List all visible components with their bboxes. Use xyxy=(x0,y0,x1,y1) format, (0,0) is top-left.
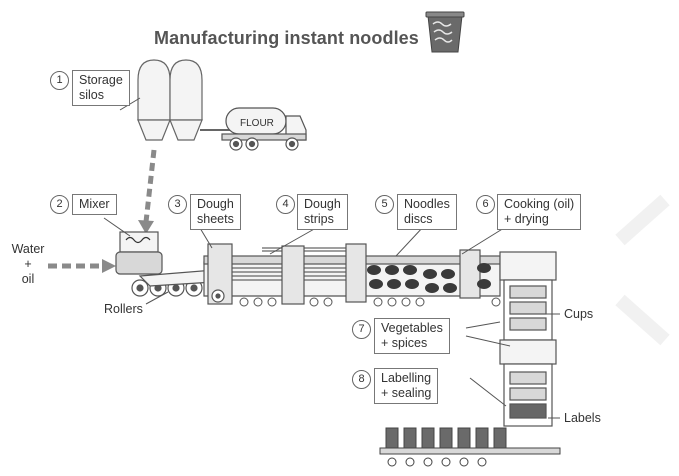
noodle-discs xyxy=(367,263,491,293)
storage-silos-illustration xyxy=(137,59,232,141)
truck-flour-label: FLOUR xyxy=(240,118,274,129)
step-1-label: Storage silos xyxy=(72,70,130,106)
strip-cutter-machine xyxy=(281,245,305,305)
step-8-label: Labelling + sealing xyxy=(374,368,439,404)
belt-wheels xyxy=(239,297,501,307)
step-7-label: Vegetables + spices xyxy=(374,318,450,354)
water-oil-label: Water + oil xyxy=(11,242,45,286)
cups-label: Cups xyxy=(564,307,594,321)
step-5-label: Noodles discs xyxy=(397,194,457,230)
step-3-label: Dough sheets xyxy=(190,194,241,230)
step-6-label: Cooking (oil) + drying xyxy=(497,194,582,230)
noodle-cup-icon xyxy=(425,11,465,53)
step-number-1: 1 xyxy=(50,71,69,90)
water-oil-flow-arrow xyxy=(48,259,116,273)
labels-label: Labels xyxy=(564,411,601,425)
disc-cutter-machine xyxy=(345,243,367,303)
mixer-illustration xyxy=(115,231,163,275)
flour-flow-arrow xyxy=(138,149,157,234)
step-2-label: Mixer xyxy=(72,194,117,215)
flour-truck-illustration xyxy=(221,107,307,151)
cup-filling-machine xyxy=(499,251,557,427)
step-number-6: 6 xyxy=(476,195,495,214)
background-watermark xyxy=(615,194,670,346)
sheet-press-machine xyxy=(207,243,233,305)
step-number-8: 8 xyxy=(352,370,371,389)
step-4-label: Dough strips xyxy=(297,194,348,230)
step-number-7: 7 xyxy=(352,320,371,339)
step-number-3: 3 xyxy=(168,195,187,214)
rollers-illustration xyxy=(131,269,215,297)
fryer-dryer-machine xyxy=(459,249,481,299)
rollers-label: Rollers xyxy=(104,302,143,316)
step-number-5: 5 xyxy=(375,195,394,214)
diagram-title: Manufacturing instant noodles xyxy=(154,28,419,48)
step-number-2: 2 xyxy=(50,195,69,214)
finished-cups-row xyxy=(379,427,561,467)
leader-lines xyxy=(103,97,560,419)
step-number-4: 4 xyxy=(276,195,295,214)
